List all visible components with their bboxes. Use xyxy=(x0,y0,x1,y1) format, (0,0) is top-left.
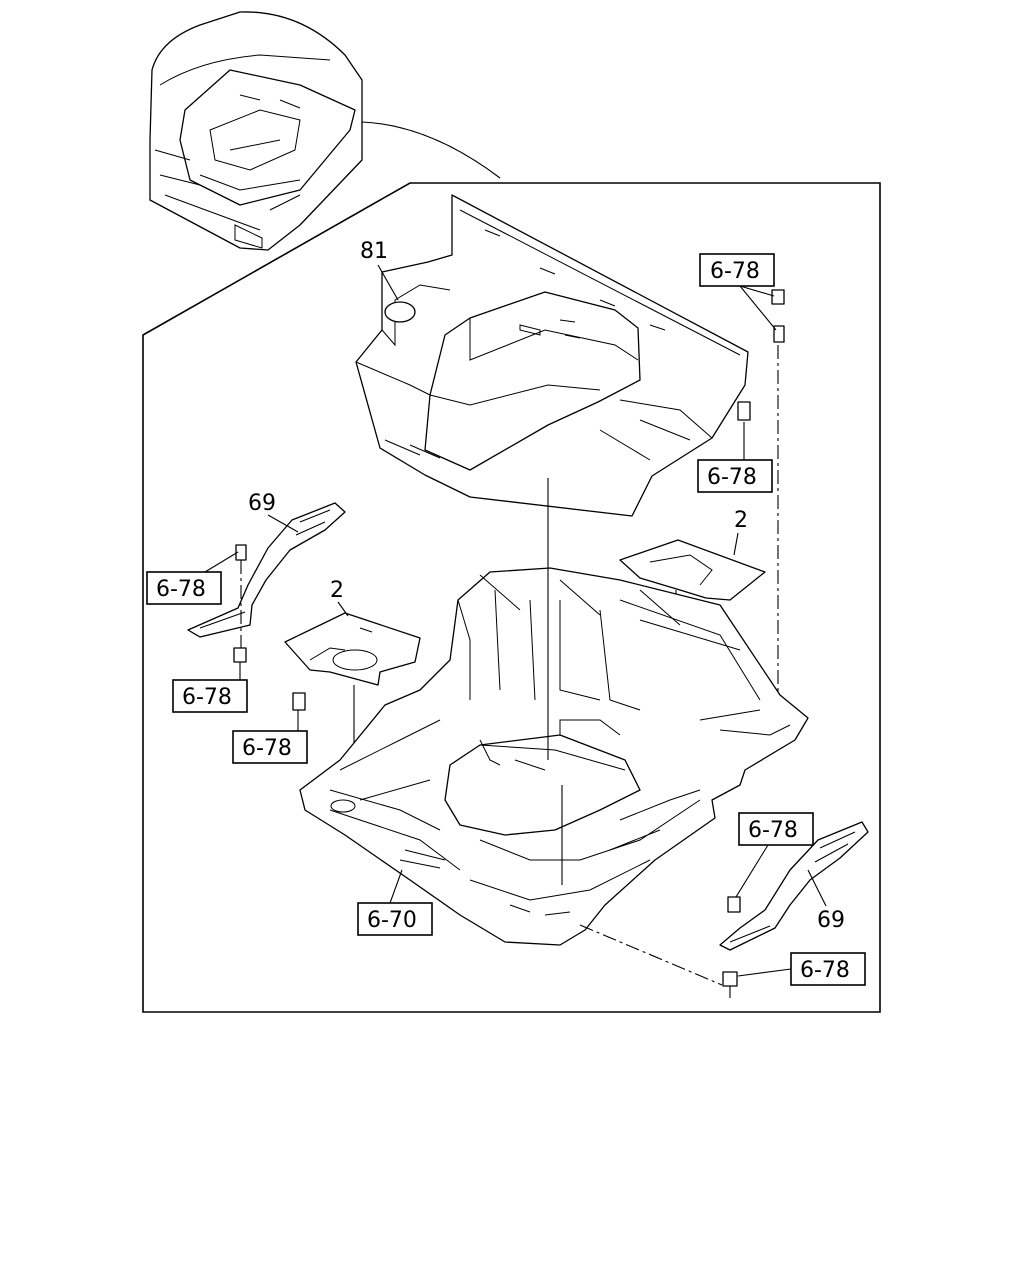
ref-box-left-lower xyxy=(232,730,308,764)
clip-right-lower-icon xyxy=(722,971,738,987)
part-number-heat-left: 2 xyxy=(330,578,344,603)
floor-cover-part xyxy=(355,194,749,517)
ref-box-floor-panel xyxy=(357,902,433,936)
ref-box-left-middle xyxy=(172,679,248,713)
ref-box-right-upper xyxy=(738,812,814,846)
clip-left-middle-icon xyxy=(233,647,247,663)
ref-label-top-right-lower: 6-78 xyxy=(707,465,757,490)
clip-left-upper-icon xyxy=(235,544,247,561)
step-plate-right xyxy=(719,821,869,951)
heat-insulator-left xyxy=(284,612,421,686)
ref-label-right-lower: 6-78 xyxy=(800,958,850,983)
clip-left-lower-icon xyxy=(292,692,306,711)
floor-panel-part xyxy=(299,567,809,946)
part-number-step-left: 69 xyxy=(248,491,276,516)
ref-label-left-upper: 6-78 xyxy=(156,577,206,602)
ref-box-right-lower xyxy=(790,952,866,986)
part-number-floor-cover: 81 xyxy=(360,239,388,264)
ref-label-floor-panel: 6-70 xyxy=(367,908,417,933)
clip-top-right xyxy=(737,289,785,421)
part-number-step-right: 69 xyxy=(817,908,845,933)
detail-frame xyxy=(142,182,881,1013)
step-plate-left xyxy=(187,502,346,638)
ref-box-top-right-lower xyxy=(697,459,773,493)
clip-right-upper-icon xyxy=(727,896,741,913)
ref-box-left-upper xyxy=(146,571,222,605)
ref-label-left-middle: 6-78 xyxy=(182,685,232,710)
ref-label-right-upper: 6-78 xyxy=(748,818,798,843)
heat-insulator-right xyxy=(619,539,766,601)
part-number-heat-right: 2 xyxy=(734,508,748,533)
ref-box-top-right-upper xyxy=(699,253,775,287)
ref-label-left-lower: 6-78 xyxy=(242,736,292,761)
vehicle-overview-thumbnail xyxy=(149,11,501,251)
ref-label-top-right-upper: 6-78 xyxy=(710,259,760,284)
